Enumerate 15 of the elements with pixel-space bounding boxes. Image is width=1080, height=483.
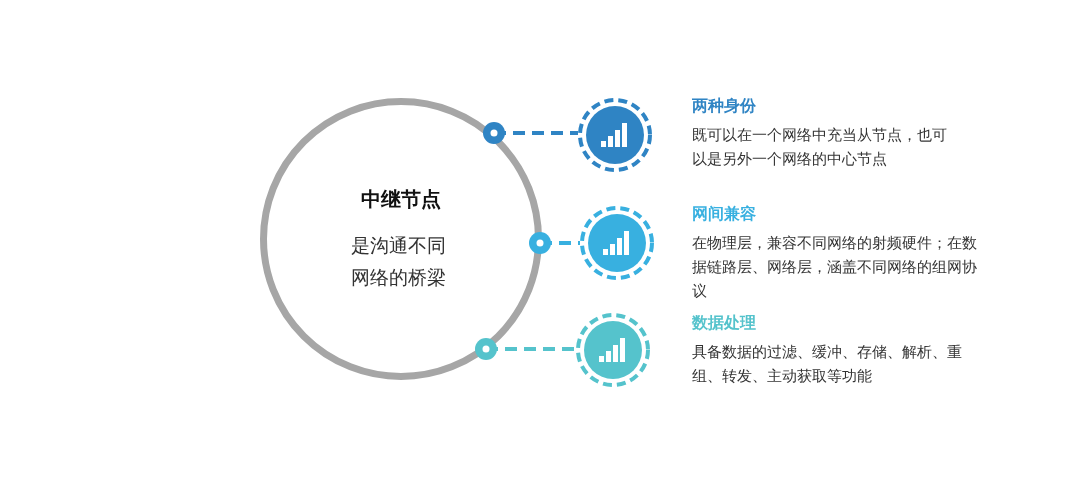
icon-circle [576,313,650,387]
item-heading: 两种身份 [692,96,757,117]
hub-circle [260,98,542,380]
item-heading: 数据处理 [692,313,757,334]
icon-circle [578,98,652,172]
connector [483,122,578,144]
item-description: 既可以在一个网络中充当从节点，也可以是另外一个网络的中心节点 [692,126,948,169]
item-heading: 网间兼容 [692,204,757,225]
connector [529,232,580,254]
item-description: 在物理层，兼容不同网络的射频硬件；在数据链路层、网络层，涵盖不同网络的组网协议 [692,234,978,301]
node-text: 是沟通不同网络的桥梁 [350,232,447,290]
icon-circle [580,206,654,280]
item-description: 具备数据的过滤、缓冲、存储、解析、重组、转发、主动获取等功能 [692,343,963,386]
connector [475,338,576,360]
node-title: 中继节点 [361,185,441,213]
